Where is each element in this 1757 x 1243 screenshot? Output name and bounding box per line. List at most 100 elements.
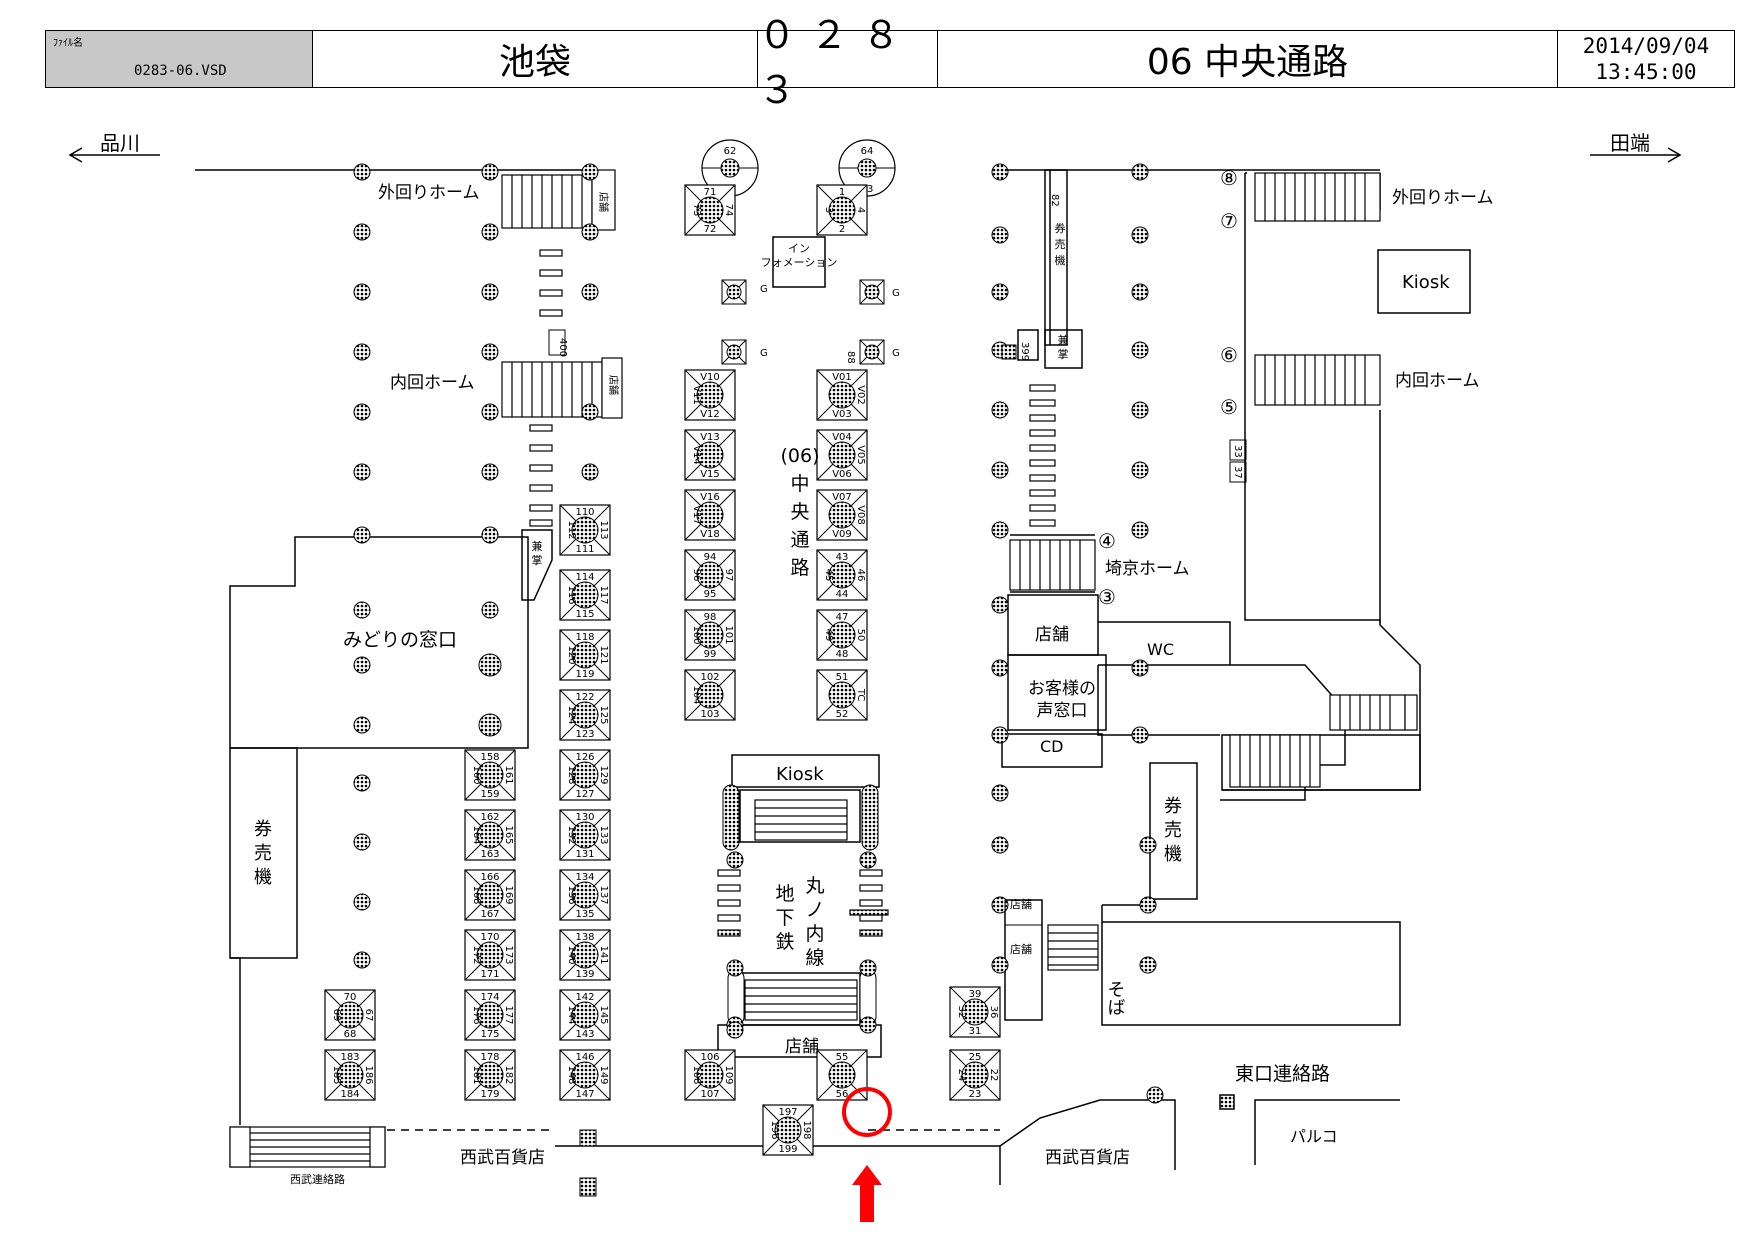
pillar-number-top: 43 <box>836 552 849 563</box>
exit-7: ⑦ <box>1220 209 1238 233</box>
pillar-number-bottom: 131 <box>575 849 594 860</box>
pillar-number-bottom: 167 <box>480 909 499 920</box>
pillar-number-top: 70 <box>344 992 357 1003</box>
corridor-label-char: 央 <box>790 501 809 523</box>
pillar-number-left: 45 <box>823 569 834 582</box>
pillar-number-right: 177 <box>503 1005 514 1024</box>
subway-label-char: 下 <box>775 907 794 929</box>
pillar-number-bottom: 143 <box>575 1029 594 1040</box>
pillar-number-top: 197 <box>778 1107 797 1118</box>
pillar-number-bottom: 56 <box>836 1089 849 1100</box>
kensho-right-label: 兼掌 <box>1058 334 1069 361</box>
small-shop-1-label: 店舗 <box>1010 897 1032 911</box>
pillar-number-right: 137 <box>598 885 609 904</box>
pillar-number-left: 69 <box>331 1009 342 1022</box>
pillar-number-right: 46 <box>855 569 866 582</box>
pillar-number-bottom: 95 <box>704 589 717 600</box>
pillar-number-bottom: V03 <box>832 409 852 420</box>
information-label-char: フォメーション <box>761 256 838 269</box>
column-dots <box>353 163 1164 1197</box>
pillar-number-bottom: 23 <box>969 1089 982 1100</box>
kensho-right-label-char: 兼 <box>1058 334 1069 347</box>
direction-left-label: 品川 <box>100 131 140 155</box>
pillar-number-bottom: 147 <box>575 1089 594 1100</box>
shop-tag-2: 店舗 <box>607 375 620 395</box>
exit-3: ③ <box>1098 585 1116 609</box>
pillar-number-left: 136 <box>566 885 577 904</box>
inner-platform-left-label: 内回ホーム <box>390 373 475 393</box>
label-37: 37 <box>1232 466 1243 479</box>
vertical-labels: 券売機券売機券売機(06)中央通路丸ノ内線地下鉄インフォメーションお客様の声窓口… <box>254 221 1182 969</box>
round-pillars: 62616463 <box>701 139 896 197</box>
exit-6: ⑥ <box>1220 343 1238 367</box>
pillar-number-top: 122 <box>575 692 594 703</box>
ticket-machine-left-label: 券売機 <box>254 819 272 888</box>
ticket-machine-left-label-char: 売 <box>254 843 272 864</box>
pillar-number-top: 71 <box>704 187 717 198</box>
pillar-number-bottom: 184 <box>340 1089 359 1100</box>
g-label-3: G <box>760 348 768 359</box>
saikyo-platform-label: 埼京ホーム <box>1105 559 1190 579</box>
pillar-number-bottom: V15 <box>700 469 720 480</box>
stairs-right-lower <box>1229 734 1321 788</box>
pillar-number-bottom: V09 <box>832 529 852 540</box>
pillar-number-right: 4 <box>855 207 866 213</box>
pillar-number-bottom: 171 <box>480 969 499 980</box>
stairs-saikyo <box>1009 539 1096 591</box>
pillar-number-left: 128 <box>566 765 577 784</box>
parco-label: パルコ <box>1290 1127 1338 1146</box>
pillar-number-top: V10 <box>700 372 720 383</box>
pillar-number-top: V04 <box>832 432 852 443</box>
subway-label-char: 鉄 <box>775 931 794 953</box>
stairs-left-inner <box>501 357 623 419</box>
pillar-number-top: 114 <box>575 572 594 583</box>
time-value: 13:45:00 <box>1595 60 1697 84</box>
pillar-number-top: 126 <box>575 752 594 763</box>
pillar-number-bottom: 199 <box>778 1144 797 1155</box>
pillar-number-right: V08 <box>855 505 866 525</box>
pillar-number-top: V16 <box>700 492 720 503</box>
ticket-machine-left-label-char: 機 <box>254 867 272 888</box>
outer-platform-right-label: 外回りホーム <box>1392 188 1494 208</box>
pillar-number-left: 112 <box>566 520 577 539</box>
file-name-label: ﾌｧｲﾙ名 <box>53 38 83 49</box>
pillar-number-bottom: 127 <box>575 789 594 800</box>
kensho-left-label: 兼掌 <box>532 540 543 567</box>
pillar-number-top: 98 <box>704 612 717 623</box>
pillar-number-top: 178 <box>480 1052 499 1063</box>
kiosk-center-label: Kiosk <box>776 764 824 785</box>
information-label-char: イン <box>788 242 810 255</box>
pillar-number-top: 166 <box>480 872 499 883</box>
seibu-right-label: 西武百貨店 <box>1045 1148 1130 1168</box>
ticket-machine-left-label-char: 券 <box>254 819 272 840</box>
exit-4: ④ <box>1098 529 1116 553</box>
kensho-left-label-char: 掌 <box>532 553 543 567</box>
soba-label: そば <box>1105 980 1126 1016</box>
pillar-number-left: 120 <box>566 645 577 664</box>
pillar-number-right: 22 <box>988 1069 999 1082</box>
pillar-number-left: 100 <box>691 625 702 644</box>
label-88: 88 <box>845 351 856 364</box>
pillar-number-left: 172 <box>471 945 482 964</box>
pillar-number-top: 138 <box>575 932 594 943</box>
pillar-number-left: 185 <box>331 1065 342 1084</box>
pillar-number-right: 186 <box>363 1065 374 1084</box>
corridor-label-char: 路 <box>790 557 809 579</box>
pillar-number-bottom: 123 <box>575 729 594 740</box>
customer-window-label-char: お客様の <box>1028 679 1096 699</box>
ticket-machine-top-label: 券売機 <box>1055 221 1066 267</box>
